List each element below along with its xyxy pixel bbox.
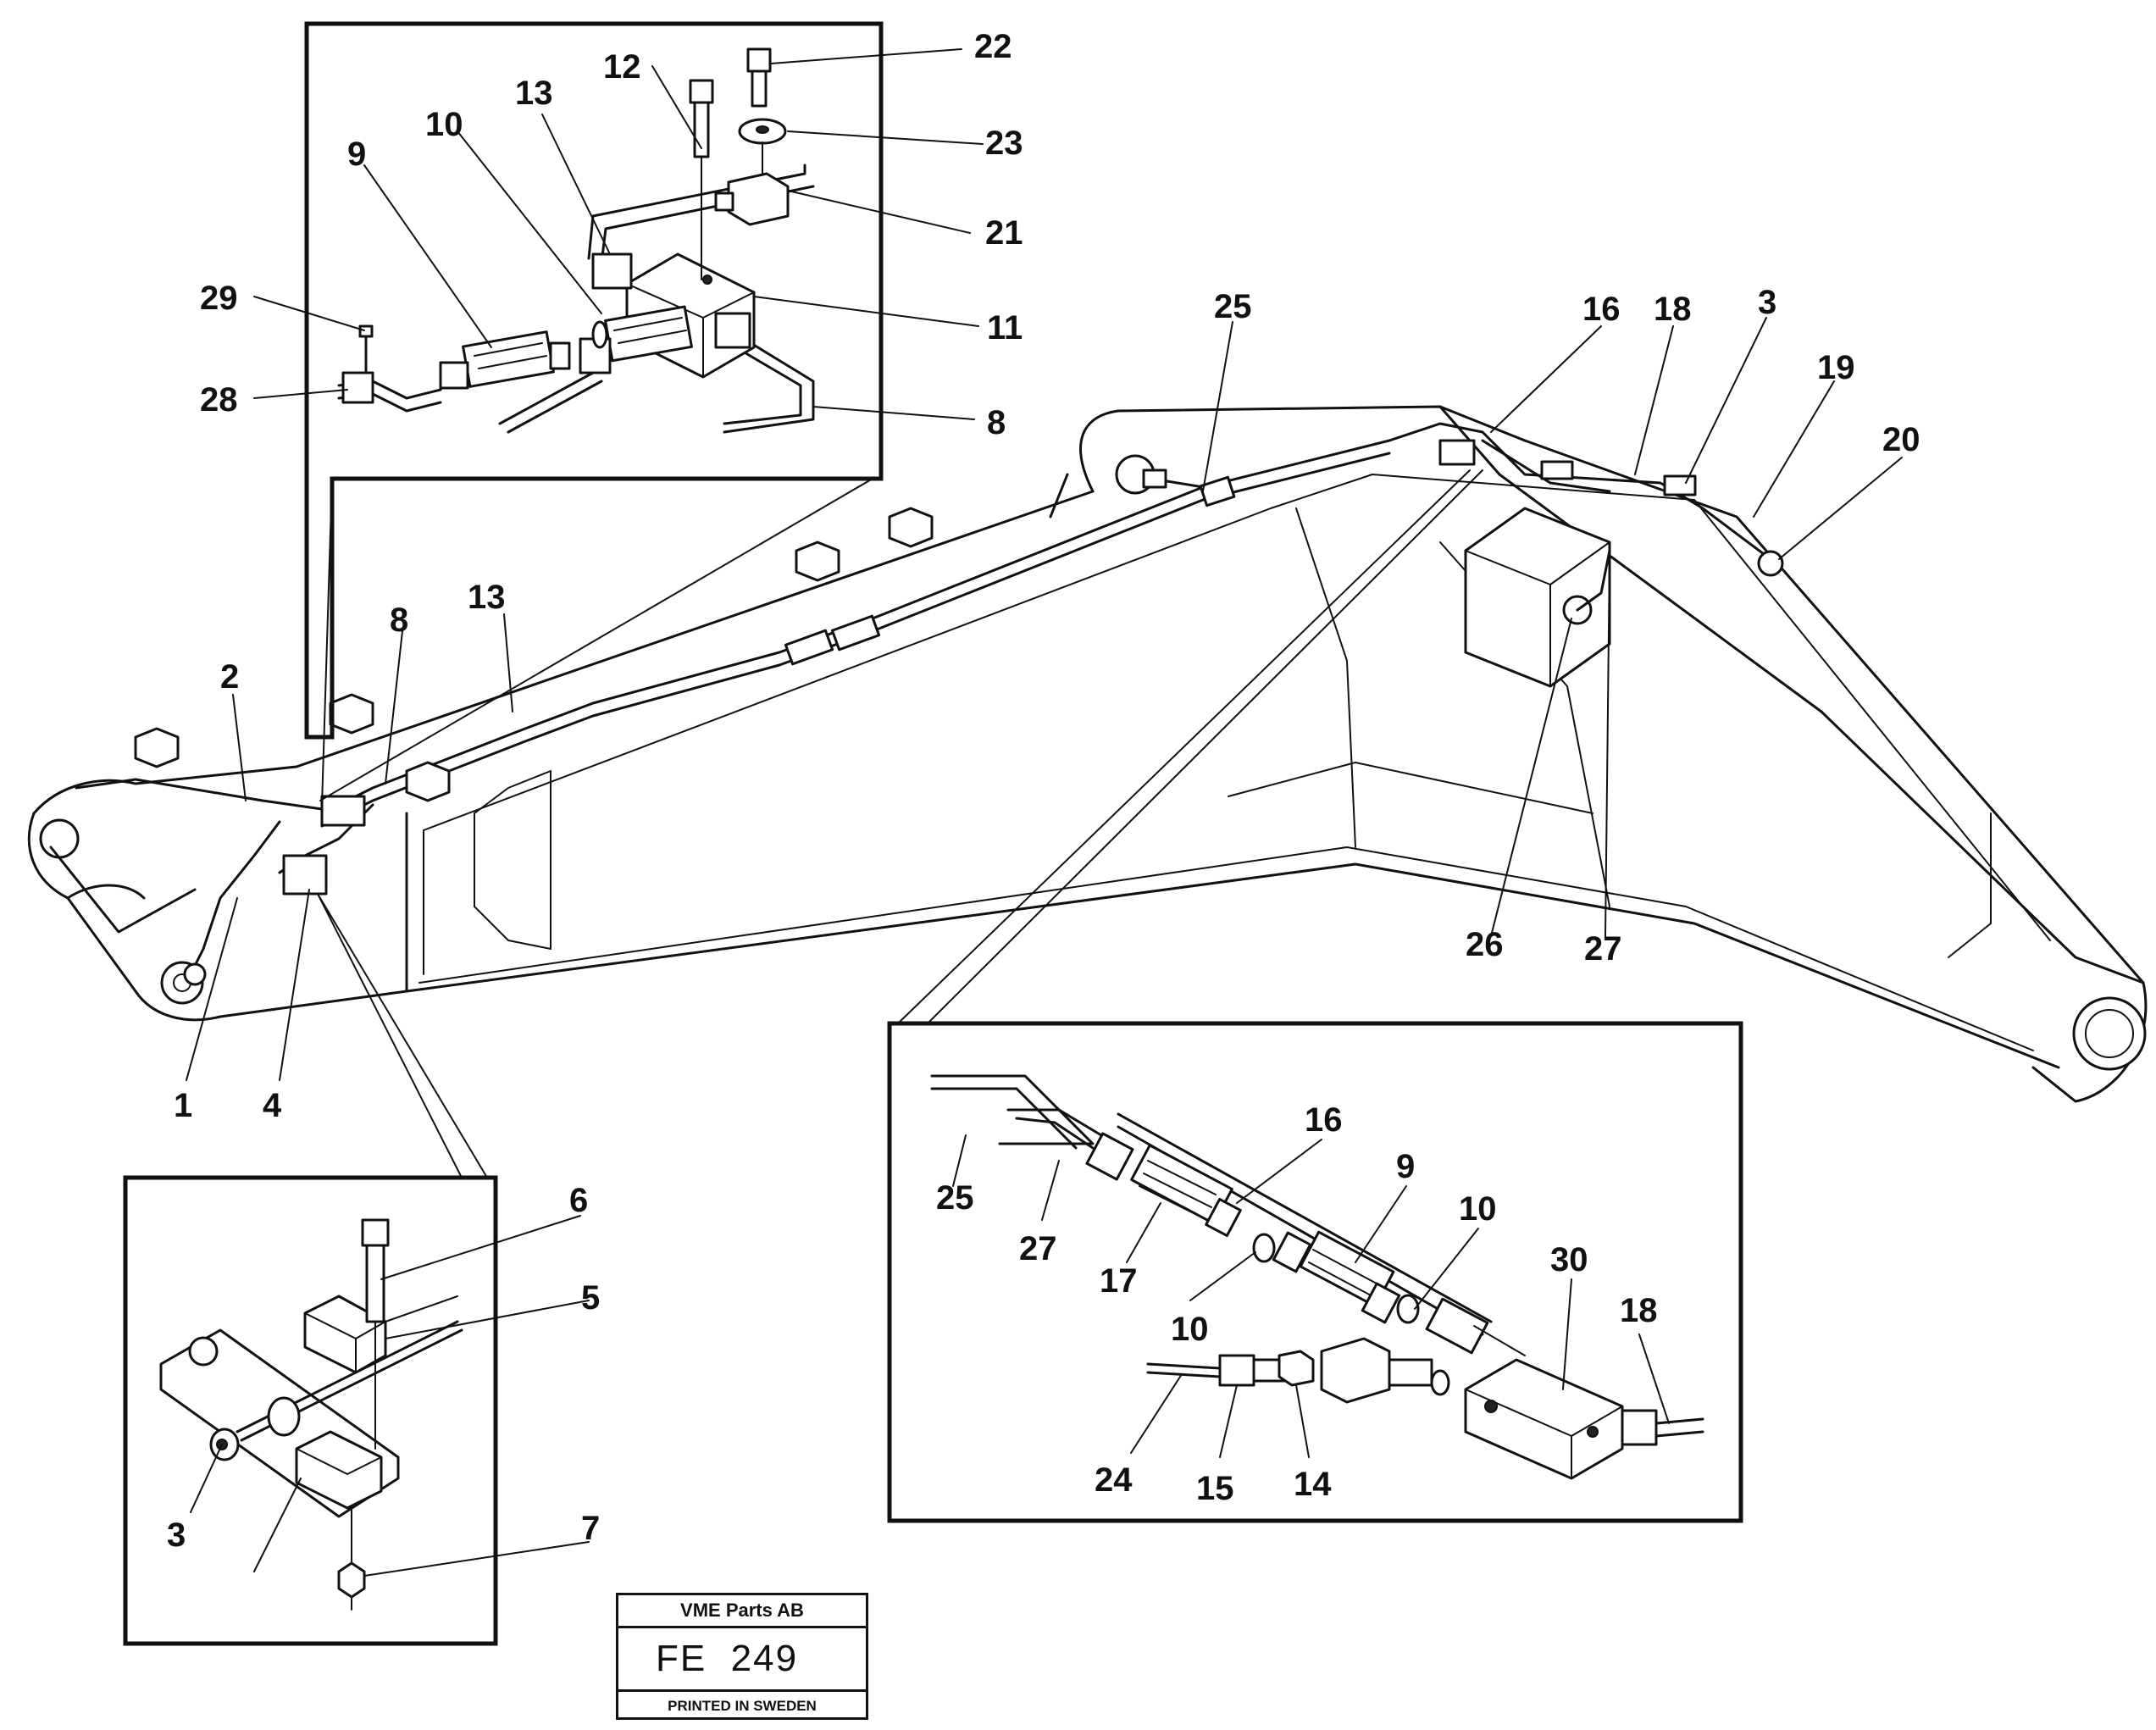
callout-26: 26 [1466, 926, 1504, 963]
callout-1: 1 [174, 1087, 192, 1124]
callout-27: 27 [1584, 930, 1622, 968]
company-name: VME Parts AB [618, 1595, 866, 1628]
callout-8b: 8 [390, 602, 408, 639]
callout-14: 14 [1294, 1466, 1332, 1503]
printed-note: PRINTED IN SWEDEN [668, 1698, 817, 1714]
callout-19: 19 [1817, 349, 1855, 386]
callout-18: 18 [1654, 291, 1692, 328]
drawing-code: FE 249 [618, 1628, 866, 1692]
callout-3: 3 [1758, 284, 1776, 321]
callout-28: 28 [200, 381, 238, 419]
callout-10b: 10 [1459, 1190, 1497, 1228]
callout-21: 21 [985, 214, 1023, 252]
callout-18b: 18 [1620, 1292, 1658, 1329]
callout-9: 9 [347, 136, 366, 173]
callout-13: 13 [515, 75, 553, 112]
callout-10c: 10 [1171, 1311, 1209, 1348]
clamp-brackets [134, 507, 934, 802]
callout-11: 11 [987, 309, 1023, 347]
callout-13b: 13 [468, 579, 506, 616]
callout-9b: 9 [1396, 1148, 1415, 1185]
callout-23: 23 [985, 125, 1023, 162]
callout-4: 4 [263, 1087, 282, 1124]
callout-12: 12 [603, 48, 641, 86]
callout-10: 10 [425, 106, 463, 143]
top-inset [253, 21, 984, 740]
callout-labels: 22 12 13 23 10 9 21 29 11 28 8 25 16 18 … [167, 28, 1920, 1554]
leaders-main [186, 317, 1903, 1081]
callout-30: 30 [1550, 1241, 1588, 1278]
bottom-left-inset [123, 1175, 590, 1646]
callout-25b: 25 [936, 1179, 974, 1217]
callout-24: 24 [1095, 1461, 1133, 1499]
callout-3b: 3 [167, 1517, 186, 1554]
callout-15: 15 [1196, 1470, 1234, 1507]
callout-29: 29 [200, 280, 238, 317]
title-block: VME Parts AB FE 249 PRINTED IN SWEDEN [616, 1593, 868, 1720]
callout-8: 8 [987, 404, 1006, 441]
hose-lines [75, 422, 1784, 986]
bottom-right-inset [887, 1021, 1743, 1523]
boom-body [27, 405, 2148, 1103]
callout-7: 7 [581, 1510, 600, 1547]
callout-2: 2 [220, 658, 239, 696]
callout-17: 17 [1100, 1262, 1138, 1300]
callout-20: 20 [1882, 421, 1920, 458]
callout-27b: 27 [1019, 1230, 1057, 1267]
callout-16: 16 [1582, 291, 1621, 328]
callout-25: 25 [1214, 288, 1252, 325]
callout-16b: 16 [1305, 1101, 1343, 1139]
callout-6: 6 [569, 1182, 588, 1219]
callout-5: 5 [581, 1279, 600, 1317]
callout-22: 22 [974, 28, 1012, 65]
